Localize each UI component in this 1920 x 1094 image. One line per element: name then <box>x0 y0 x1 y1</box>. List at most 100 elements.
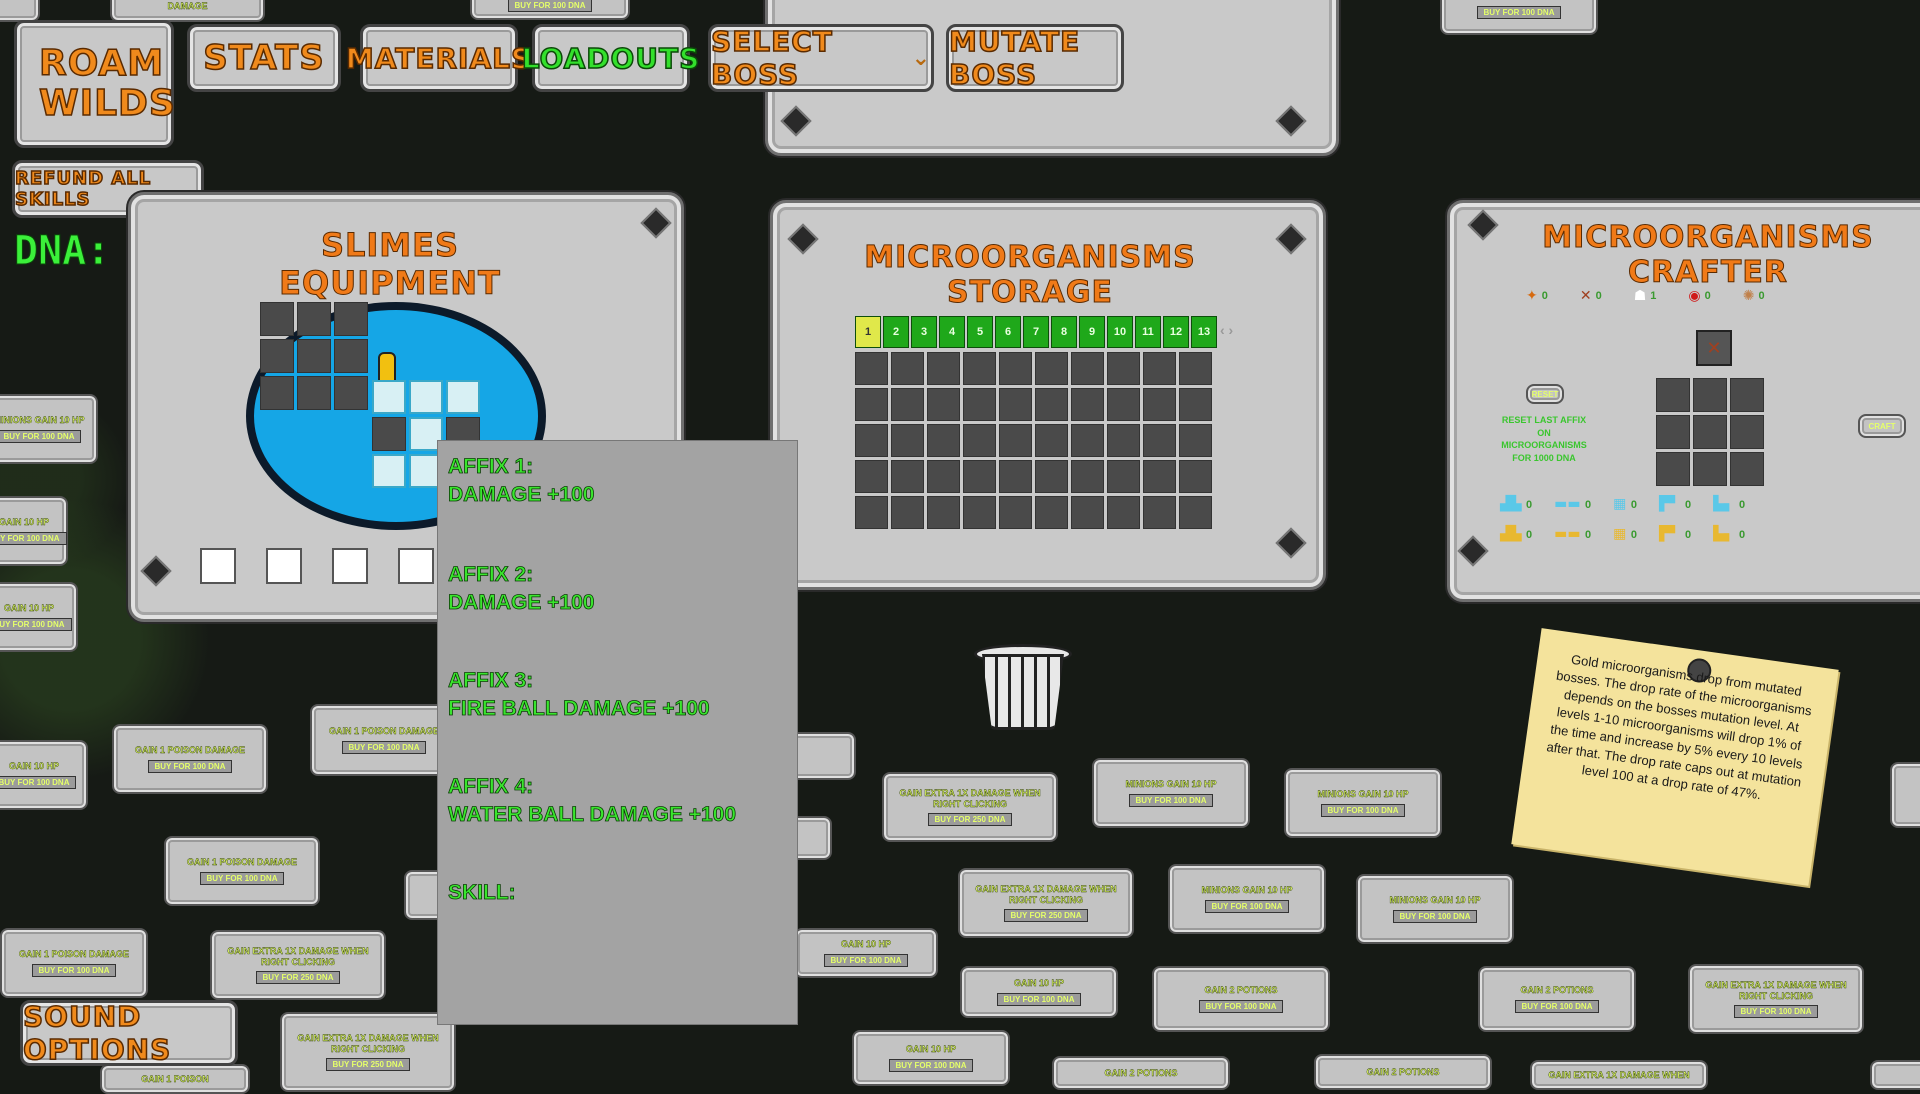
storage-slot[interactable] <box>963 424 996 457</box>
shop-card[interactable]: GAIN 1 POISON DAMAGE BUY FOR 100 DNA <box>112 724 268 794</box>
storage-slot[interactable] <box>1035 460 1068 493</box>
micro-item[interactable]: ▦ 0 <box>1613 496 1637 512</box>
storage-slot[interactable] <box>963 496 996 529</box>
micro-item[interactable]: ▬▬ 0 <box>1554 496 1592 512</box>
storage-slot[interactable] <box>1071 424 1104 457</box>
buy-button[interactable]: BUY FOR 100 DNA <box>341 740 427 754</box>
shape-t-icon[interactable] <box>266 548 302 584</box>
buy-button[interactable]: BUY FOR 100 DNA <box>0 775 77 789</box>
craft-slot[interactable] <box>1693 415 1727 449</box>
storage-slot[interactable] <box>1143 388 1176 421</box>
equip-slot[interactable] <box>260 339 294 373</box>
storage-slot[interactable] <box>1107 388 1140 421</box>
storage-slot[interactable] <box>1143 424 1176 457</box>
storage-slot[interactable] <box>1035 424 1068 457</box>
shop-card[interactable]: GAIN EXTRA 1X DAMAGE WHEN RIGHT CLICKING… <box>280 1012 456 1092</box>
buy-button[interactable]: BUY FOR 100 DNA <box>823 953 909 967</box>
buy-button[interactable]: BUY FOR 250 DNA <box>255 971 341 985</box>
micro-item[interactable]: ▛▘ 0 <box>1658 526 1692 542</box>
shop-card[interactable]: GAIN 2 POTIONS BUY FOR 100 DNA <box>1152 966 1330 1032</box>
craft-slot[interactable] <box>1730 378 1764 412</box>
craft-slot[interactable] <box>1693 378 1727 412</box>
shop-card[interactable]: GAIN 1 POISON <box>100 1064 250 1094</box>
equip-slot[interactable] <box>297 376 331 410</box>
equip-slot[interactable] <box>260 376 294 410</box>
storage-slot[interactable] <box>1071 352 1104 385</box>
craft-slot[interactable] <box>1693 452 1727 486</box>
material-item[interactable]: ☗ 1 <box>1634 288 1657 304</box>
storage-slot[interactable] <box>1035 496 1068 529</box>
storage-tab[interactable]: 4 <box>939 316 965 348</box>
storage-slot[interactable] <box>1179 424 1212 457</box>
storage-slot[interactable] <box>927 496 960 529</box>
equip-slot[interactable] <box>334 339 368 373</box>
micro-item[interactable]: ▙▖ 0 <box>1713 496 1746 512</box>
buy-button[interactable]: BUY FOR 100 DNA <box>1128 793 1214 807</box>
shop-card[interactable]: DAMAGE <box>110 0 265 22</box>
storage-slot[interactable] <box>927 352 960 385</box>
micro-item[interactable]: ▬▬ 0 <box>1554 526 1592 542</box>
mutate-boss-button[interactable]: MUTATE BOSS <box>946 24 1124 92</box>
storage-slot[interactable] <box>1143 352 1176 385</box>
shape-s-icon[interactable] <box>398 548 434 584</box>
craft-slot[interactable] <box>1656 415 1690 449</box>
buy-button[interactable]: BUY FOR 100 DNA <box>199 871 285 885</box>
equip-slot[interactable] <box>334 376 368 410</box>
shop-card[interactable]: GAIN 1 POISON DAMAGE BUY FOR 100 DNA <box>164 836 320 906</box>
craft-slot[interactable] <box>1730 452 1764 486</box>
materials-button[interactable]: MATERIALS <box>345 24 532 92</box>
shape-square-icon[interactable] <box>200 548 236 584</box>
equip-slot[interactable] <box>260 302 294 336</box>
material-item[interactable]: ◉ 0 <box>1688 288 1710 304</box>
storage-slot[interactable] <box>927 388 960 421</box>
page-arrows[interactable]: ‹ › <box>1220 322 1234 338</box>
shop-card[interactable] <box>1890 762 1920 828</box>
storage-tab[interactable]: 8 <box>1051 316 1077 348</box>
shop-card[interactable]: GAIN EXTRA 1X DAMAGE WHEN RIGHT CLICKING… <box>958 868 1134 938</box>
shop-card[interactable]: GAIN 10 HP BUY FOR 100 DNA <box>0 496 68 566</box>
micro-item[interactable]: ▙▖ 0 <box>1713 526 1746 542</box>
storage-slot[interactable] <box>855 424 888 457</box>
storage-slot[interactable] <box>1071 388 1104 421</box>
storage-slot[interactable] <box>855 352 888 385</box>
storage-tab[interactable]: 11 <box>1135 316 1161 348</box>
storage-slot[interactable] <box>963 352 996 385</box>
shop-card[interactable]: GAIN EXTRA 1X DAMAGE WHEN RIGHT CLICKING… <box>882 772 1058 842</box>
shop-card[interactable]: GAIN 1 POISON DAMAGE BUY FOR 100 DNA <box>0 928 148 998</box>
trash-can-icon[interactable] <box>974 644 1072 730</box>
storage-slot[interactable] <box>1143 460 1176 493</box>
shop-card[interactable]: GAIN EXTRA 1X DAMAGE WHEN RIGHT CLICKING… <box>210 930 386 1000</box>
shop-card[interactable]: GAIN 2 POTIONS <box>1052 1056 1230 1090</box>
shop-card[interactable]: MINIONS GAIN 10 HP BUY FOR 100 DNA <box>1356 874 1514 944</box>
storage-slot[interactable] <box>1107 424 1140 457</box>
buy-button[interactable]: BUY FOR 250 DNA <box>325 1058 411 1072</box>
storage-tab[interactable]: 12 <box>1163 316 1189 348</box>
shop-card[interactable]: MINIONS GAIN 10 HP BUY FOR 100 DNA <box>1168 864 1326 934</box>
shop-card[interactable] <box>0 0 40 22</box>
micro-item[interactable]: ▟▙ 0 <box>1500 526 1533 542</box>
buy-button[interactable]: BUY FOR 100 DNA <box>996 992 1082 1006</box>
buy-button[interactable]: BUY FOR 100 DNA <box>1392 909 1478 923</box>
storage-slot[interactable] <box>999 424 1032 457</box>
equip-slot[interactable] <box>297 339 331 373</box>
storage-slot[interactable] <box>891 388 924 421</box>
storage-slot[interactable] <box>927 460 960 493</box>
buy-button[interactable]: BUY FOR 100 DNA <box>147 759 233 773</box>
buy-button[interactable]: BUY FOR 100 DNA <box>507 0 593 12</box>
roam-wilds-button[interactable]: ROAM WILDS <box>14 20 176 148</box>
shop-card[interactable]: BUY FOR 100 DNA <box>1440 0 1598 35</box>
storage-tab[interactable]: 10 <box>1107 316 1133 348</box>
storage-slot[interactable] <box>1143 496 1176 529</box>
storage-slot[interactable] <box>1035 388 1068 421</box>
buy-button[interactable]: BUY FOR 250 DNA <box>927 813 1013 827</box>
storage-slot[interactable] <box>1179 460 1212 493</box>
storage-slot[interactable] <box>1107 496 1140 529</box>
micro-item[interactable]: ▛▘ 0 <box>1658 496 1692 512</box>
storage-slot[interactable] <box>1179 352 1212 385</box>
storage-slot[interactable] <box>855 460 888 493</box>
shop-card[interactable]: GAIN EXTRA 1X DAMAGE WHEN RIGHT CLICKING… <box>1688 964 1864 1034</box>
buy-button[interactable]: BUY FOR 100 DNA <box>1198 999 1284 1013</box>
shop-card[interactable]: GAIN 10 HP BUY FOR 100 DNA <box>794 928 938 978</box>
equip-slot[interactable] <box>334 302 368 336</box>
craft-slot[interactable] <box>1656 378 1690 412</box>
